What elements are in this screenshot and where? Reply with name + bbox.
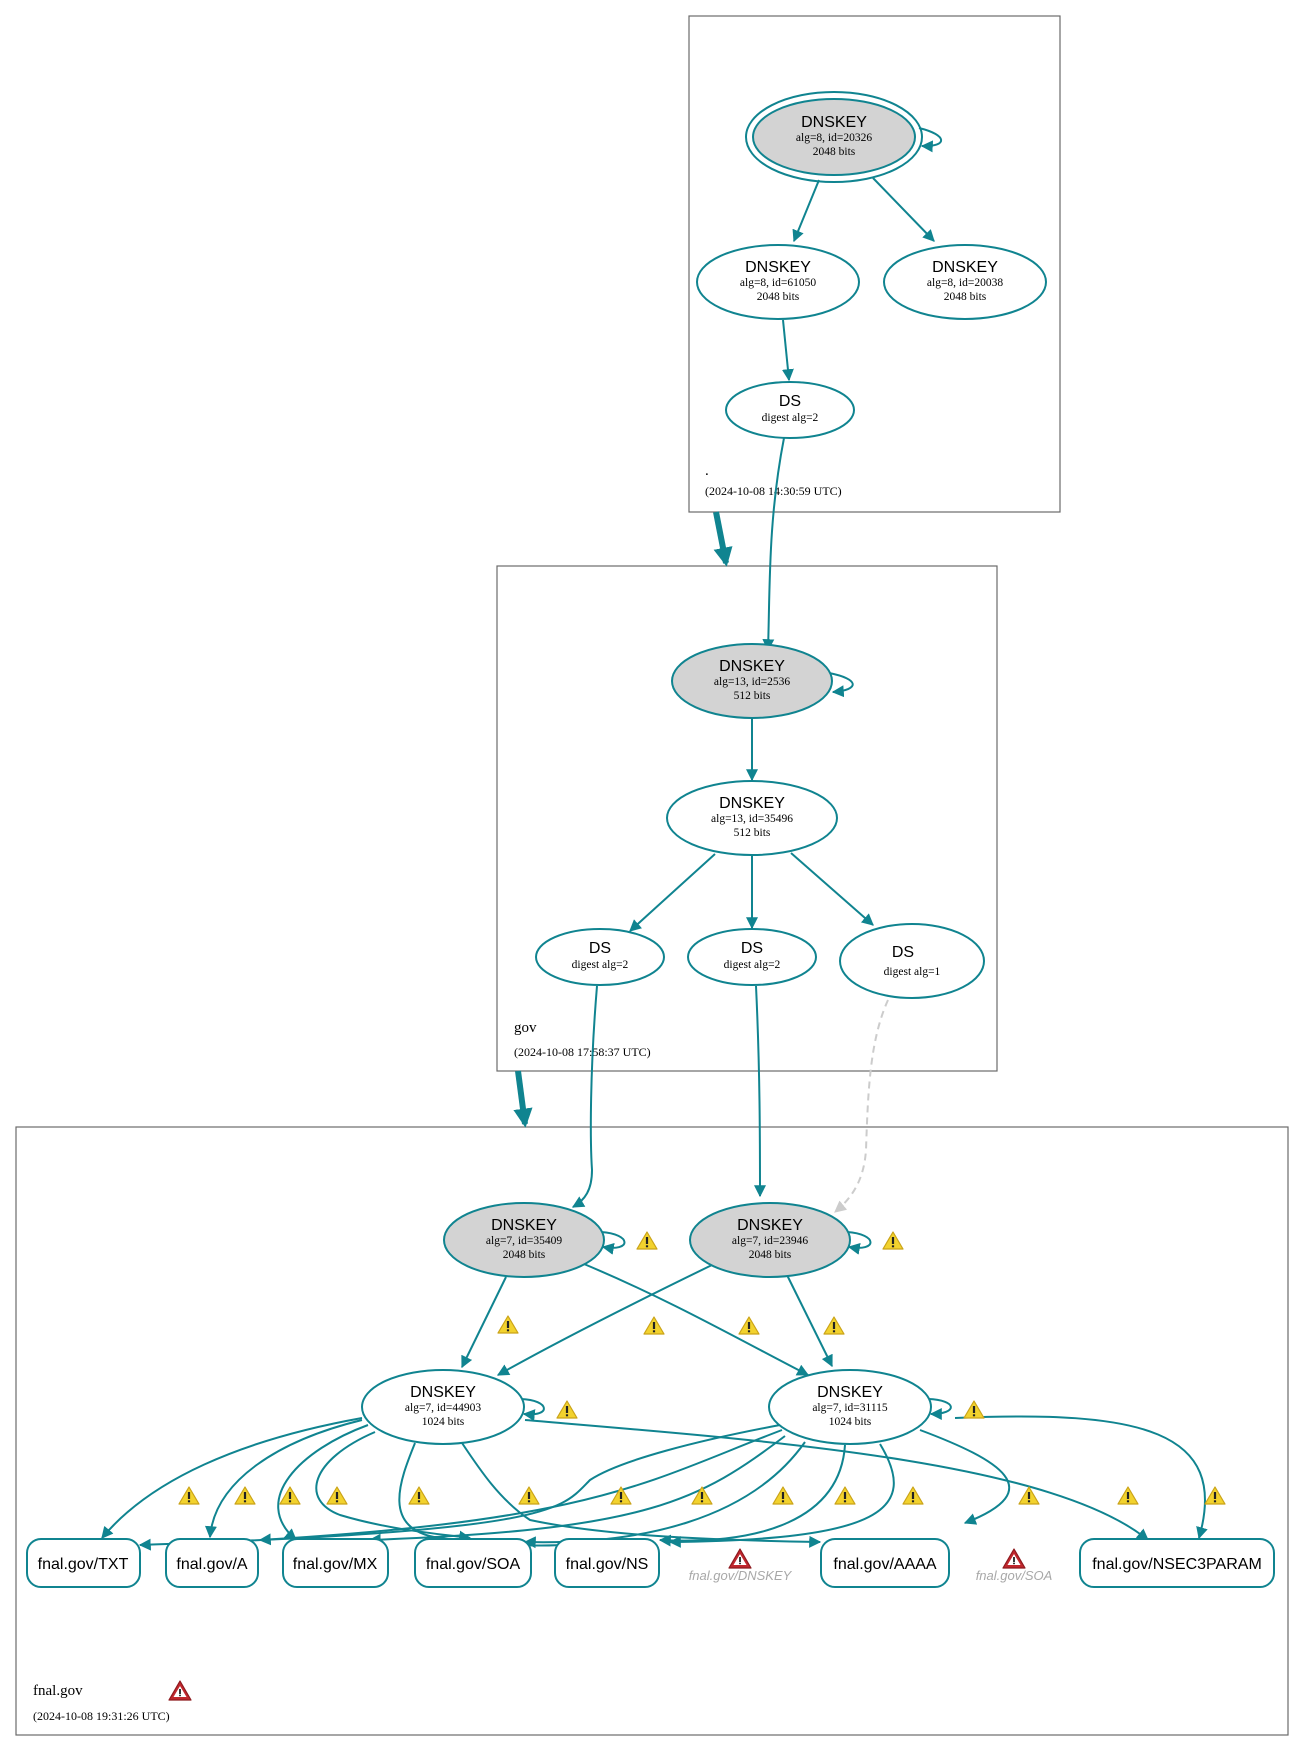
rrset-nsec3param[interactable]: fnal.gov/NSEC3PARAM (1079, 1538, 1275, 1588)
node-dnskey-20038[interactable]: DNSKEY alg=8, id=20038 2048 bits (883, 244, 1047, 320)
zone-name: gov (514, 1020, 537, 1036)
edges-fnal-rrsets (101, 1415, 1208, 1551)
edges-root (762, 127, 942, 652)
node-title: DNSKEY (932, 259, 998, 276)
node-title: DS (589, 940, 611, 957)
delegation-arrow (713, 511, 733, 567)
node-detail: 2048 bits (503, 1249, 546, 1261)
node-detail: alg=8, id=20326 (796, 132, 872, 144)
node-detail: alg=8, id=61050 (740, 277, 816, 289)
rrset-label: fnal.gov/TXT (38, 1556, 129, 1573)
node-detail: alg=13, id=35496 (711, 813, 793, 825)
node-title: DNSKEY (817, 1384, 883, 1401)
zone-name: . (705, 463, 709, 479)
rrset-label: fnal.gov/NS (566, 1556, 649, 1573)
node-title: DNSKEY (719, 795, 785, 812)
node-title: DNSKEY (410, 1384, 476, 1401)
node-dnskey-2536[interactable]: DNSKEY alg=13, id=2536 512 bits (671, 643, 833, 719)
node-title: DNSKEY (491, 1217, 557, 1234)
node-dnskey-20326[interactable]: DNSKEY alg=8, id=20326 2048 bits (745, 91, 923, 183)
edges-gov (629, 672, 874, 932)
zone-name: fnal.gov (33, 1683, 83, 1699)
rrset-a[interactable]: fnal.gov/A (165, 1538, 259, 1588)
node-ds-gov-3[interactable]: DS digest alg=1 (839, 923, 985, 999)
node-dnskey-44903[interactable]: DNSKEY alg=7, id=44903 1024 bits (361, 1369, 525, 1445)
rrset-txt[interactable]: fnal.gov/TXT (26, 1538, 141, 1588)
node-detail: digest alg=1 (884, 966, 941, 978)
rrset-mx[interactable]: fnal.gov/MX (282, 1538, 389, 1588)
rrset-dnskey-missing[interactable]: fnal.gov/DNSKEY (689, 1548, 793, 1583)
node-detail: 2048 bits (813, 146, 856, 158)
node-detail: 2048 bits (749, 1249, 792, 1261)
node-ds-gov-1[interactable]: DS digest alg=2 (535, 928, 665, 986)
node-title: DS (779, 393, 801, 410)
node-detail: 512 bits (734, 690, 771, 702)
node-detail: digest alg=2 (572, 959, 629, 971)
node-ds-root[interactable]: DS digest alg=2 (725, 381, 855, 439)
node-dnskey-61050[interactable]: DNSKEY alg=8, id=61050 2048 bits (696, 244, 860, 320)
node-dnskey-23946[interactable]: DNSKEY alg=7, id=23946 2048 bits (689, 1202, 851, 1278)
rrset-ns[interactable]: fnal.gov/NS (554, 1538, 660, 1588)
node-title: DS (741, 940, 763, 957)
node-dnskey-31115[interactable]: DNSKEY alg=7, id=31115 1024 bits (768, 1369, 932, 1445)
node-dnskey-35496[interactable]: DNSKEY alg=13, id=35496 512 bits (666, 780, 838, 856)
rrset-label: fnal.gov/A (176, 1556, 247, 1573)
node-title: DNSKEY (745, 259, 811, 276)
node-detail: 2048 bits (944, 291, 987, 303)
node-title: DNSKEY (719, 658, 785, 675)
node-title: DNSKEY (737, 1217, 803, 1234)
edges-gov-to-fnal (571, 985, 889, 1213)
node-detail: alg=7, id=35409 (486, 1235, 562, 1247)
node-detail: 1024 bits (829, 1416, 872, 1428)
rrset-soa-missing[interactable]: fnal.gov/SOA (976, 1548, 1053, 1583)
node-detail: alg=7, id=44903 (405, 1402, 481, 1414)
rrset-label: fnal.gov/MX (293, 1556, 378, 1573)
rrset-aaaa[interactable]: fnal.gov/AAAA (820, 1538, 950, 1588)
node-ds-gov-2[interactable]: DS digest alg=2 (687, 928, 817, 986)
rrset-soa[interactable]: fnal.gov/SOA (414, 1538, 532, 1588)
node-detail: alg=7, id=31115 (812, 1402, 888, 1414)
node-detail: 512 bits (734, 827, 771, 839)
delegation-arrow (513, 1070, 533, 1128)
node-detail: 2048 bits (757, 291, 800, 303)
node-detail: 1024 bits (422, 1416, 465, 1428)
zone-timestamp: (2024-10-08 14:30:59 UTC) (705, 484, 842, 498)
node-detail: alg=13, id=2536 (714, 676, 790, 688)
rrset-label: fnal.gov/AAAA (833, 1556, 937, 1573)
rrset-label: fnal.gov/SOA (426, 1556, 521, 1573)
node-detail: alg=7, id=23946 (732, 1235, 808, 1247)
rrset-missing-label: fnal.gov/SOA (976, 1568, 1053, 1583)
node-detail: digest alg=2 (724, 959, 781, 971)
node-title: DS (892, 944, 914, 961)
rrset-label: fnal.gov/NSEC3PARAM (1092, 1556, 1262, 1573)
edges-fnal-keys (461, 1231, 952, 1422)
node-detail: digest alg=2 (762, 412, 819, 424)
node-title: DNSKEY (801, 114, 867, 131)
zone-timestamp: (2024-10-08 17:58:37 UTC) (514, 1045, 651, 1059)
rrset-missing-label: fnal.gov/DNSKEY (689, 1568, 793, 1583)
zone-timestamp: (2024-10-08 19:31:26 UTC) (33, 1709, 170, 1723)
node-detail: alg=8, id=20038 (927, 277, 1003, 289)
node-dnskey-35409[interactable]: DNSKEY alg=7, id=35409 2048 bits (443, 1202, 605, 1278)
